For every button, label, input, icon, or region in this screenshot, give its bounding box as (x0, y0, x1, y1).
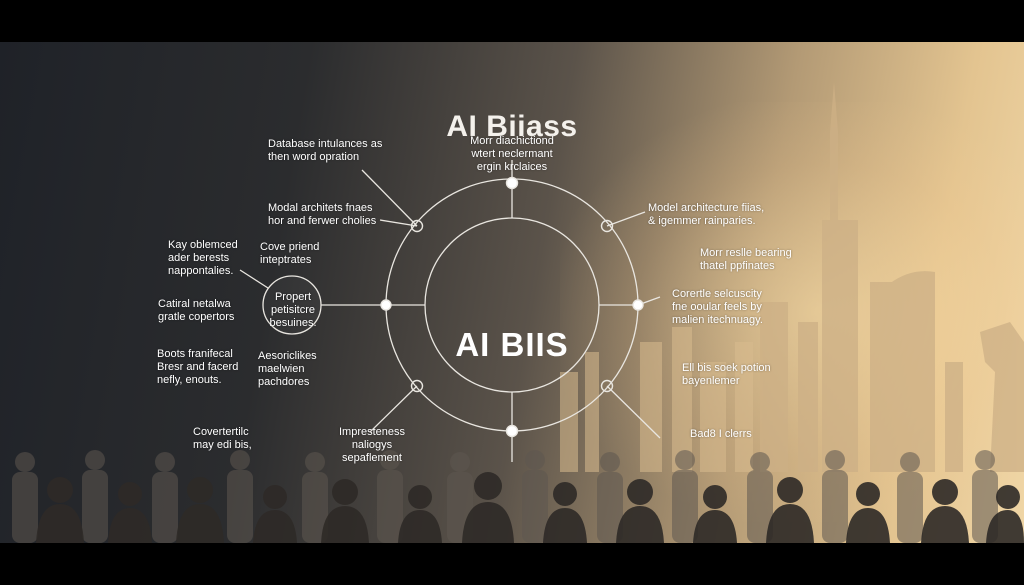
bias-diagram (239, 160, 661, 462)
right-label-2: Morr reslle bearing thatel ppfinates (700, 247, 792, 272)
city-skyline (560, 82, 1024, 472)
node-top (505, 176, 519, 190)
inner-node-ring (262, 275, 322, 335)
right-label-4: Ell bis soek potion bayenlemer (682, 362, 771, 387)
left-label-2: Modal architets fnaes hor and ferwer cho… (268, 202, 377, 227)
node-left (380, 299, 392, 311)
right-label-3: Corertle selcuscity fne ooular feels by … (672, 288, 763, 326)
diagram-title: AI Biiass (446, 110, 578, 143)
node-bottom-right (600, 379, 614, 393)
node-bottom-left (410, 379, 424, 393)
left-label-7: Aesoriclikes maelwien pachdores (258, 350, 317, 388)
left-label-3: Kay oblemced ader berests nappontalies. (168, 239, 238, 277)
node-bottom (505, 424, 519, 438)
center-label: AI BIIS (455, 326, 569, 363)
top-label: Morr diachictiond wtert neclermant ergin… (470, 135, 554, 173)
right-label-1: Model architecture fiias, & igemmer rain… (648, 202, 765, 227)
inner-node-label: Propert petisitcre besuines. (269, 291, 317, 329)
left-label-6: Boots franifecal Bresr and facerd nefly,… (157, 348, 239, 386)
left-label-5: Catiral netalwa gratle copertors (158, 298, 235, 323)
node-right (632, 299, 644, 311)
node-top-left (410, 219, 424, 233)
crowd-silhouettes (12, 450, 1024, 543)
left-label-1: Database intulances as then word opratio… (268, 138, 383, 163)
left-label-8: Covertertilc may edi bis, (193, 426, 252, 451)
diagram-canvas: AI Biiass AI BIIS Propert petisitcre bes… (0, 42, 1024, 543)
right-label-5: Bad8 I clerrs (690, 428, 752, 440)
left-label-4: Cove priend inteptrates (260, 241, 320, 266)
node-top-right (600, 219, 614, 233)
bottom-label: Impresteness naliogys sepaflement (338, 426, 406, 464)
inner-ring (424, 217, 600, 393)
